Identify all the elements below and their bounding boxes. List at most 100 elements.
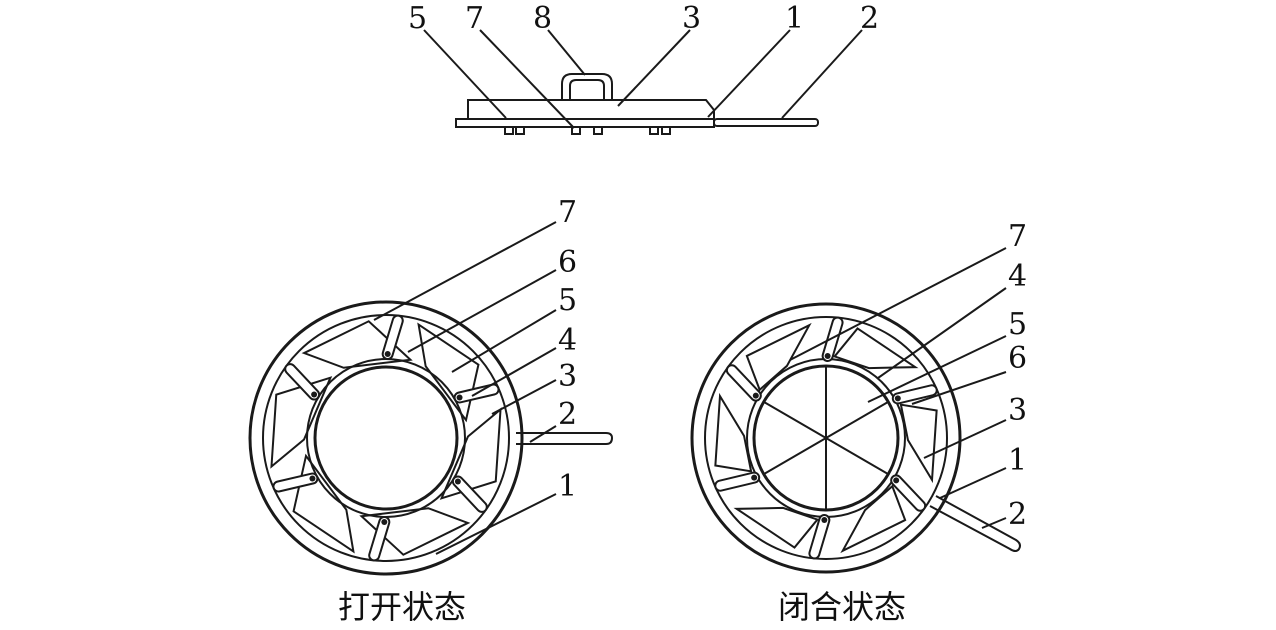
- open-blade: [292, 453, 355, 554]
- closed-label-5: 5: [1008, 307, 1027, 342]
- side-leader: [781, 29, 863, 119]
- open-label-1: 1: [558, 469, 577, 504]
- side-leader: [707, 29, 791, 118]
- closed-blade: [745, 322, 812, 392]
- closed-pin: [894, 395, 901, 402]
- open-aperture: [313, 365, 459, 511]
- closed-label-2: 2: [1008, 497, 1027, 532]
- open-slot-inner: [383, 316, 402, 359]
- closed-pin: [893, 477, 900, 484]
- open-leader: [407, 269, 557, 353]
- closed-blade-seams: [763, 366, 889, 510]
- open-outer-ring-inner: [262, 314, 510, 562]
- closed-pin: [824, 353, 831, 360]
- open-state-drawing: 7 6 5 4 3 2 1 打开状态: [248, 195, 614, 626]
- open-slot-inner: [370, 517, 389, 560]
- side-pin: [504, 126, 514, 135]
- side-label-8: 8: [533, 1, 552, 36]
- closed-label-1: 1: [1008, 443, 1027, 478]
- closed-label-7: 7: [1008, 219, 1027, 254]
- open-pin: [309, 475, 316, 482]
- open-blade: [417, 322, 480, 423]
- open-label-7: 7: [558, 195, 577, 230]
- open-blade: [359, 507, 471, 556]
- closed-leader: [877, 287, 1007, 379]
- side-leader: [423, 29, 507, 119]
- closed-leader: [923, 419, 1007, 459]
- open-leader: [373, 221, 557, 321]
- open-leader: [529, 425, 557, 443]
- closed-slot-inner: [716, 473, 759, 490]
- side-pin: [571, 126, 581, 135]
- side-leader: [617, 29, 691, 107]
- closed-pin: [752, 392, 759, 399]
- closed-slot-inner: [823, 318, 842, 361]
- closed-caption: 闭合状态: [778, 588, 906, 626]
- closed-pin: [751, 474, 758, 481]
- open-blade: [270, 376, 333, 469]
- closed-pin: [821, 516, 828, 523]
- side-pin: [661, 126, 671, 135]
- side-upper-body: [467, 99, 715, 119]
- closed-handle: [929, 495, 1021, 552]
- open-pin: [384, 351, 391, 358]
- open-outer-ring: [248, 300, 524, 576]
- side-pin: [649, 126, 659, 135]
- open-aperture-outer: [306, 358, 466, 518]
- side-pin: [515, 126, 525, 135]
- side-label-1: 1: [785, 1, 804, 36]
- open-leader: [451, 309, 557, 373]
- closed-outer-ring-inner: [704, 316, 948, 560]
- closed-leader: [911, 371, 1007, 405]
- open-leader: [435, 493, 557, 555]
- closed-state-drawing: 7 4 5 6 3 1 2 闭合状态: [690, 219, 1027, 626]
- open-label-5: 5: [558, 283, 577, 318]
- open-handle: [516, 432, 614, 445]
- open-pin: [311, 391, 318, 398]
- side-label-2: 2: [860, 1, 879, 36]
- open-slot-inner: [453, 477, 486, 511]
- open-slot-inner: [286, 365, 319, 399]
- closed-outer-ring: [690, 302, 962, 574]
- closed-leader: [939, 467, 1007, 499]
- closed-leader: [789, 247, 1007, 361]
- open-blade: [301, 320, 413, 369]
- closed-blade: [832, 327, 919, 370]
- open-blade: [439, 407, 502, 500]
- closed-slot-inner: [893, 386, 936, 403]
- side-label-7: 7: [465, 1, 484, 36]
- side-label-3: 3: [682, 1, 701, 36]
- open-pin: [381, 518, 388, 525]
- side-leader: [479, 29, 575, 129]
- closed-label-4: 4: [1008, 259, 1027, 294]
- closed-label-6: 6: [1008, 341, 1027, 376]
- open-leader: [491, 379, 557, 415]
- closed-blade: [899, 403, 938, 484]
- open-leader: [471, 347, 557, 397]
- open-slot-inner: [274, 474, 317, 491]
- side-handle-rod: [713, 118, 819, 127]
- closed-blade: [714, 392, 753, 473]
- side-pin: [593, 126, 603, 135]
- open-label-4: 4: [558, 323, 577, 358]
- open-pin: [456, 394, 463, 401]
- side-leader: [547, 29, 586, 76]
- closed-slot-inner: [727, 366, 760, 400]
- side-view-drawing: 5 7 8 3 1 2: [408, 1, 879, 135]
- side-base-plate: [455, 118, 715, 128]
- closed-label-3: 3: [1008, 393, 1027, 428]
- closed-leader: [867, 335, 1007, 403]
- open-pin: [454, 478, 461, 485]
- closed-leader: [981, 517, 1007, 529]
- side-label-5: 5: [408, 1, 427, 36]
- open-label-6: 6: [558, 245, 577, 280]
- open-label-3: 3: [558, 359, 577, 394]
- closed-blade: [840, 484, 907, 554]
- closed-slot-inner: [892, 476, 925, 510]
- side-knob-inner: [569, 79, 605, 100]
- closed-slot-inner: [810, 515, 829, 558]
- closed-blade: [733, 506, 820, 549]
- side-knob: [561, 73, 613, 100]
- open-label-2: 2: [558, 397, 577, 432]
